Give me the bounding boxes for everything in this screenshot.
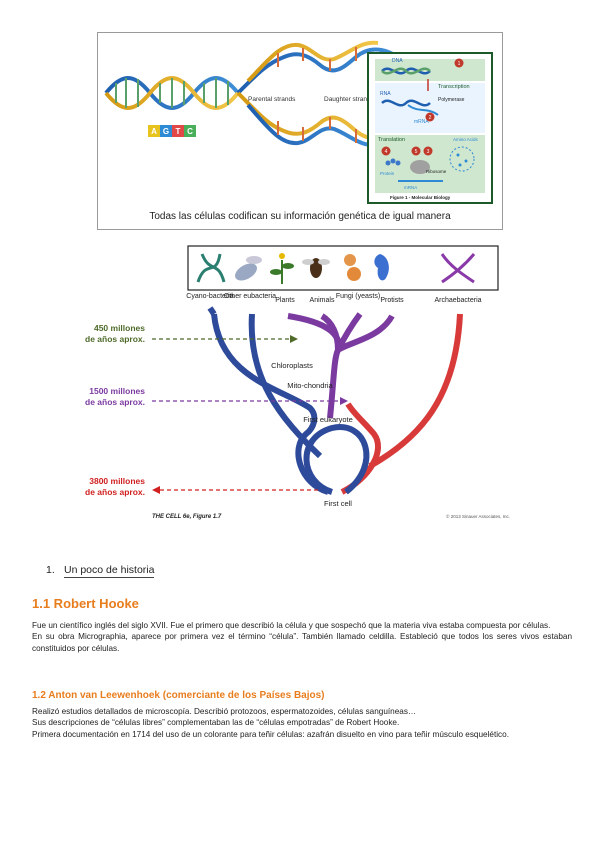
hooke-line-1: Fue un científico inglés del siglo XVII.… [32,621,551,630]
label-mitochondria: Mito-chondria [287,381,333,390]
panel-transcription: Transcription [438,84,470,90]
base-legend: A G T C [148,125,196,137]
leeuwenhoek-paragraph: Realizó estudios detallados de microscop… [32,706,572,740]
label-first-cell: First cell [324,499,352,508]
parental-strands-label: Parental strands [248,96,296,103]
plant-icon [270,253,294,284]
label-cyanobacteria: Cyano-bacteria [186,293,234,300]
figure-dna-replication: A G T C Parental strands Daughter strand… [97,32,503,230]
panel-mrna-1: mRNA [414,119,429,125]
label-animals: Animals [310,297,335,304]
leeuwenhoek-line-3: Primera documentación en 1714 del uso de… [32,729,509,739]
section-heading: 1. Un poco de historia [46,564,155,578]
animal-fly-icon [302,258,330,278]
label-chloroplasts: Chloroplasts [271,361,313,370]
label-other-eubacteria: Other eubacteria [224,293,276,300]
hooke-heading: 1.1 Robert Hooke [32,596,139,611]
panel-dna: DNA [392,58,403,64]
daughter-strands-label: Daughter strands [324,96,375,103]
eubacteria-icon [235,256,262,281]
tree-of-life-illustration: Cyano-bacteria Other eubacteria Plants A… [152,245,510,520]
panel-rna: RNA [380,91,391,97]
leeuwenhoek-heading: 1.2 Anton van Leewenhoek (comerciante de… [32,690,325,701]
base-a: A [151,127,157,136]
central-dogma-panel: DNA 1 Transcription RNA Polymerase mRNA … [367,52,493,204]
hooke-paragraph: Fue un científico inglés del siglo XVII.… [32,620,572,654]
section-title: Un poco de historia [64,564,155,578]
step-1: 1 [458,61,461,67]
figure1-caption: Todas las células codifican su informaci… [149,211,451,222]
panel-translation: Translation [378,137,405,143]
archaebacteria-icon [440,253,476,284]
panel-polymerase: Polymerase [438,97,465,103]
label-protists: Protists [380,297,404,304]
step-4: 4 [385,149,388,155]
hooke-line-2: En su obra Micrographia, aparece por pri… [32,632,572,653]
label-fungi: Fungi (yeasts) [336,293,380,300]
label-archaebacteria: Archaebacteria [434,297,481,304]
eukaryote-branches [287,312,395,419]
figure-tree-of-life: Cyano-bacteria Other eubacteria Plants A… [70,238,520,523]
panel-ribosome: Ribosome [426,169,447,174]
dna-illustration: A G T C Parental strands Daughter strand… [104,40,493,204]
eubacteria-branches [207,306,330,495]
first-cell-loop [303,424,370,495]
step-2: 2 [429,115,432,121]
panel-caption: Figure 1 - Molecular Biology [390,195,451,200]
panel-amino: Amino Acids [453,137,479,142]
protist-icon [374,254,389,281]
leeuwenhoek-line-2: Sus descripciones de “células libres” co… [32,718,400,728]
cyanobacteria-icon [196,253,226,283]
label-plants: Plants [275,297,295,304]
yeast-icon [344,254,361,281]
label-first-eukaryote: First eukaryote [303,415,353,424]
section-number: 1. [46,564,55,576]
panel-protein: Protein [380,171,395,176]
step-3: 3 [427,149,430,155]
figure2-credit: THE CELL 6e, Figure 1.7 [152,514,222,520]
leeuwenhoek-line-1: Realizó estudios detallados de microscop… [32,707,417,716]
base-g: G [163,127,169,136]
base-c: C [187,127,193,136]
panel-mrna-2: mRNA [404,185,417,190]
step-5: 5 [415,149,418,155]
base-t: T [176,127,181,136]
figure2-copyright: © 2013 Sinauer Associates, Inc. [446,513,510,519]
